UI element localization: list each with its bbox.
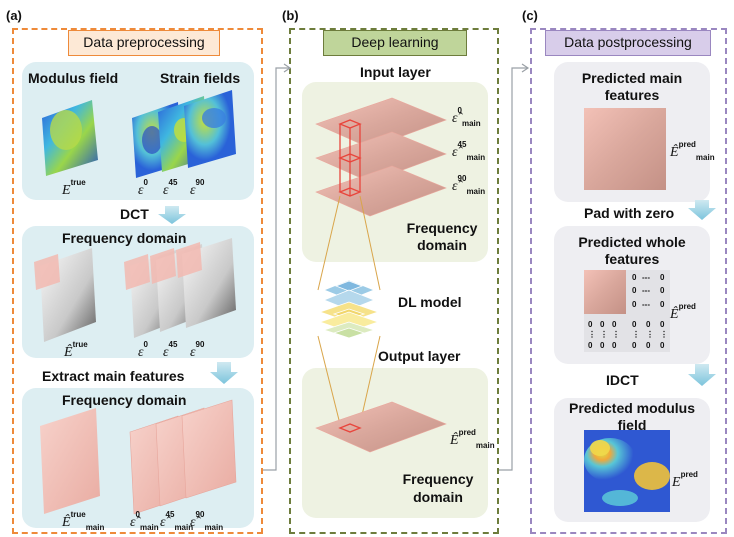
eps0-main-symbol: ε̂0main (130, 510, 159, 532)
freq-eps90-symbol: ε90 (190, 340, 205, 360)
output-symbol: Êpredmain (450, 428, 495, 450)
a-freq-domain-2-label: Frequency domain (62, 392, 187, 408)
connector-b-to-c (499, 67, 528, 471)
input-red-column (338, 119, 362, 197)
pred-main-label: Predicted main features (581, 70, 683, 103)
pred-main-symbol: Êpredmain (670, 140, 715, 162)
arrow-c-2 (688, 364, 716, 386)
e-true-symbol: Etrue (62, 178, 86, 198)
panel-b-label: (b) (282, 8, 299, 23)
panel-b-header: Deep learning (323, 30, 467, 56)
output-layer-label: Output layer (378, 348, 461, 364)
dl-model-label: DL model (398, 294, 462, 310)
eps0-symbol: ε0 (138, 178, 148, 198)
e-true-main-symbol: Êtruemain (62, 510, 105, 532)
strain-field-90-heatmap (184, 90, 236, 168)
e-true-hat-symbol: Êtrue (64, 340, 88, 360)
eps90-main-symbol: ε̂90main (190, 510, 224, 532)
pad-with-zero-label: Pad with zero (584, 205, 675, 221)
panel-c-label: (c) (522, 8, 538, 23)
input-layer-0 (315, 97, 447, 149)
freq-eps0-symbol: ε0 (138, 340, 148, 360)
main-eps90-map (181, 399, 237, 499)
pred-main-map (584, 108, 666, 190)
dct-label: DCT (120, 206, 149, 222)
arrow-a-1 (158, 206, 186, 224)
pred-whole-symbol: Êpred (670, 302, 696, 322)
pred-whole-label: Predicted whole features (578, 234, 686, 267)
panel-b-frame (289, 28, 499, 534)
input-layer-label: Input layer (360, 64, 431, 80)
dl-model-lattice (318, 279, 380, 339)
modulus-field-label: Modulus field (28, 70, 119, 86)
pred-modulus-heatmap (584, 430, 670, 512)
eps90-symbol: ε90 (190, 178, 205, 198)
input-45-symbol: ε̂45main (452, 140, 486, 162)
panel-a-label: (a) (6, 8, 22, 23)
eps45-main-symbol: ε̂45main (160, 510, 194, 532)
freq-eps45-symbol: ε45 (163, 340, 178, 360)
network-funnel-lines (317, 195, 381, 425)
output-red-cell (338, 423, 362, 433)
arrow-c-1 (688, 200, 716, 220)
pred-whole-main (584, 270, 626, 314)
arrow-a-2 (210, 362, 238, 384)
modulus-field-heatmap (42, 100, 98, 176)
panel-a-header: Data preprocessing (68, 30, 220, 56)
eps45-symbol: ε45 (163, 178, 178, 198)
input-90-symbol: ε̂90main (452, 174, 486, 196)
input-layer-45 (315, 131, 447, 183)
input-layer-90 (315, 165, 447, 217)
idct-label: IDCT (606, 372, 639, 388)
connector-a-to-b (263, 67, 290, 471)
strain-fields-label: Strain fields (160, 70, 241, 86)
pred-modulus-label: Predicted modulus field (568, 400, 696, 433)
b-freq-domain-2-label: Frequency domain (402, 471, 474, 505)
extract-main-features-label: Extract main features (42, 368, 185, 384)
panel-a-frame (12, 28, 263, 534)
panel-c-frame (530, 28, 727, 534)
pred-modulus-symbol: Epred (672, 470, 698, 490)
freq-eps90-map (176, 238, 236, 328)
input-0-symbol: ε̂0main (452, 106, 481, 128)
b-freq-domain-1-label: Frequency domain (406, 220, 478, 253)
freq-true-map (34, 248, 96, 342)
main-true-map (40, 408, 100, 514)
panel-c-header: Data postprocessing (545, 30, 711, 56)
a-freq-domain-1-label: Frequency domain (62, 230, 187, 246)
output-layer (315, 401, 447, 453)
